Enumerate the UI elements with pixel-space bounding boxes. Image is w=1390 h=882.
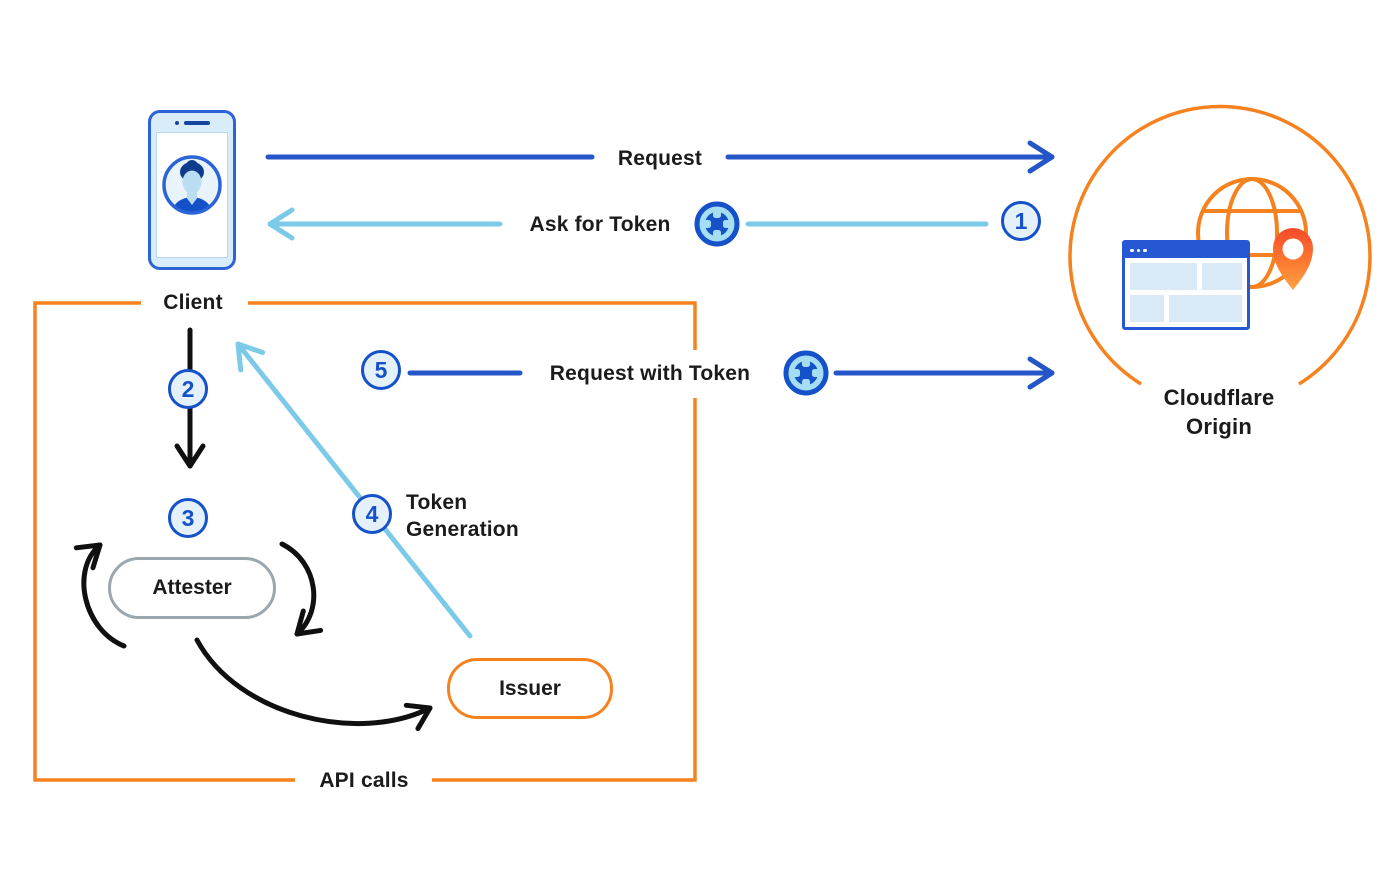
attester-to-issuer-arrow (194, 637, 433, 732)
phone-speaker-dot (175, 121, 179, 125)
location-pin-icon (1273, 228, 1313, 290)
token-generation-arrow (235, 341, 473, 639)
client-phone-icon (148, 110, 236, 270)
step-1-number: 1 (1014, 207, 1028, 234)
origin-circle (1068, 104, 1372, 386)
issuer-node: Issuer (447, 658, 613, 719)
cloudflare-origin-label: Cloudflare Origin (1163, 385, 1275, 439)
step-3-number: 3 (181, 504, 195, 531)
step-5-number: 5 (374, 356, 388, 383)
step-4-number: 4 (365, 500, 379, 527)
attester-label: Attester (152, 576, 232, 599)
browser-titlebar (1125, 243, 1247, 258)
request-with-token-label: Request with Token (549, 362, 751, 385)
api-calls-label: API calls (319, 769, 409, 792)
step-badge-3: 3 (168, 498, 208, 538)
token-generation-label: Token Generation (406, 491, 519, 541)
step-badge-4: 4 (352, 494, 392, 534)
token-icon (694, 201, 740, 247)
step-badge-5: 5 (361, 350, 401, 390)
phone-speaker-dash (184, 121, 210, 125)
request-label: Request (617, 147, 703, 170)
user-avatar-icon (162, 155, 222, 215)
issuer-label: Issuer (499, 676, 561, 700)
step-2-number: 2 (181, 375, 195, 402)
token-icon (783, 350, 829, 396)
api-box-outline (33, 301, 697, 782)
step-badge-2: 2 (168, 369, 208, 409)
attestation-cycle-arrows (73, 541, 324, 649)
browser-window-icon (1122, 240, 1250, 330)
step-badge-1: 1 (1001, 201, 1041, 241)
browser-content (1130, 263, 1242, 322)
ask-for-token-label: Ask for Token (529, 213, 671, 236)
client-label: Client (163, 291, 223, 314)
attester-node: Attester (108, 557, 276, 619)
